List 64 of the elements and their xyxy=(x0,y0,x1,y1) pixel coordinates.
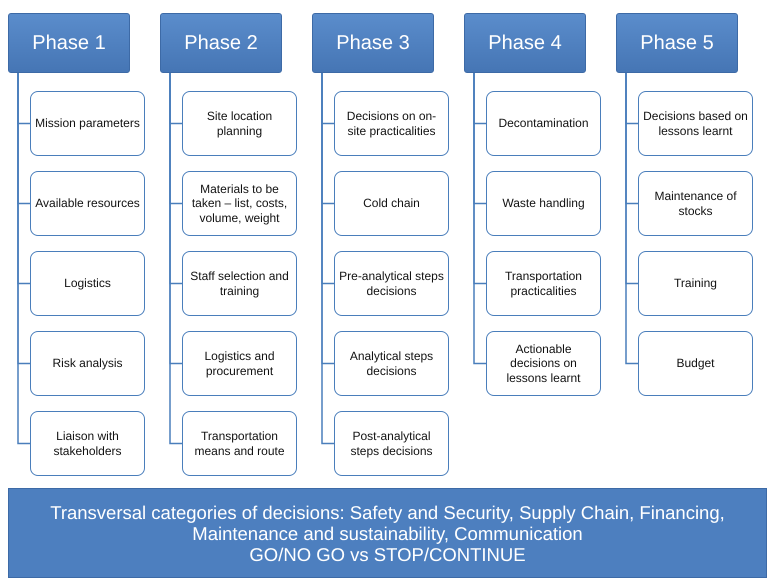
connector-line xyxy=(473,73,486,364)
step-text: Analytical steps decisions xyxy=(348,349,434,378)
phase-title: Phase 2 xyxy=(184,32,258,54)
connector-line xyxy=(625,73,638,364)
step-text: Staff selection and training xyxy=(189,269,290,298)
banner-text: Transversal categories of decisions: Safety and Security, Supply Chain, Financing, Maintenance and sustainability, Communication xyxy=(49,502,726,544)
step-text: Mission parameters xyxy=(35,116,140,131)
phase-header xyxy=(8,13,130,73)
step-box xyxy=(638,91,753,156)
step-text: Available resources xyxy=(35,196,140,211)
step-box xyxy=(182,171,297,236)
step-box xyxy=(334,251,449,316)
step-box xyxy=(486,171,601,236)
step-box xyxy=(30,331,145,396)
step-box xyxy=(334,411,449,476)
connector-line xyxy=(17,73,30,444)
step-box xyxy=(638,331,753,396)
phase-title: Phase 5 xyxy=(640,32,714,54)
step-box xyxy=(638,171,753,236)
step-text: Training xyxy=(674,276,717,291)
phase-title: Phase 4 xyxy=(488,32,562,54)
step-text: Liaison with stakeholders xyxy=(52,429,123,458)
step-text: Waste handling xyxy=(502,196,585,211)
step-box xyxy=(334,91,449,156)
phase-header xyxy=(160,13,282,73)
step-text: Cold chain xyxy=(363,196,420,211)
step-text: Maintenance of stocks xyxy=(653,189,738,218)
step-box xyxy=(486,331,601,396)
step-box xyxy=(30,171,145,236)
step-text: Logistics xyxy=(64,276,111,291)
step-text: Budget xyxy=(676,356,715,371)
step-text: Decisions on on-site practicalities xyxy=(346,109,438,138)
step-box xyxy=(486,91,601,156)
step-text: Logistics and procurement xyxy=(203,349,276,378)
phase-title: Phase 3 xyxy=(336,32,410,54)
step-box xyxy=(486,251,601,316)
step-box xyxy=(182,251,297,316)
phase-title: Phase 1 xyxy=(32,32,106,54)
phase-header xyxy=(616,13,738,73)
connector-line xyxy=(169,73,182,444)
step-box xyxy=(638,251,753,316)
step-box xyxy=(334,331,449,396)
step-box xyxy=(182,411,297,476)
phase-header xyxy=(464,13,586,73)
step-text: Decisions based on lessons learnt xyxy=(643,109,748,138)
step-box xyxy=(182,91,297,156)
step-text: Pre-analytical steps decisions xyxy=(339,269,444,298)
step-text: Decontamination xyxy=(498,116,589,131)
connector-line xyxy=(321,73,334,444)
step-box xyxy=(30,251,145,316)
step-text: Risk analysis xyxy=(52,356,123,371)
step-text: Site location planning xyxy=(206,109,274,138)
step-box xyxy=(30,411,145,476)
step-box xyxy=(182,331,297,396)
step-box xyxy=(334,171,449,236)
summary-banner xyxy=(8,488,767,578)
phase-header xyxy=(312,13,434,73)
step-box xyxy=(30,91,145,156)
step-text: Actionable decisions on lessons learnt xyxy=(505,342,582,386)
step-text: Post-analytical steps decisions xyxy=(349,429,434,458)
step-text: Transportation practicalities xyxy=(504,269,583,298)
step-text: Transportation means and route xyxy=(193,429,286,458)
step-text: Materials to be taken – list, costs, volume, weight xyxy=(190,182,288,226)
banner-text: GO/NO GO vs STOP/CONTINUE xyxy=(249,544,526,564)
